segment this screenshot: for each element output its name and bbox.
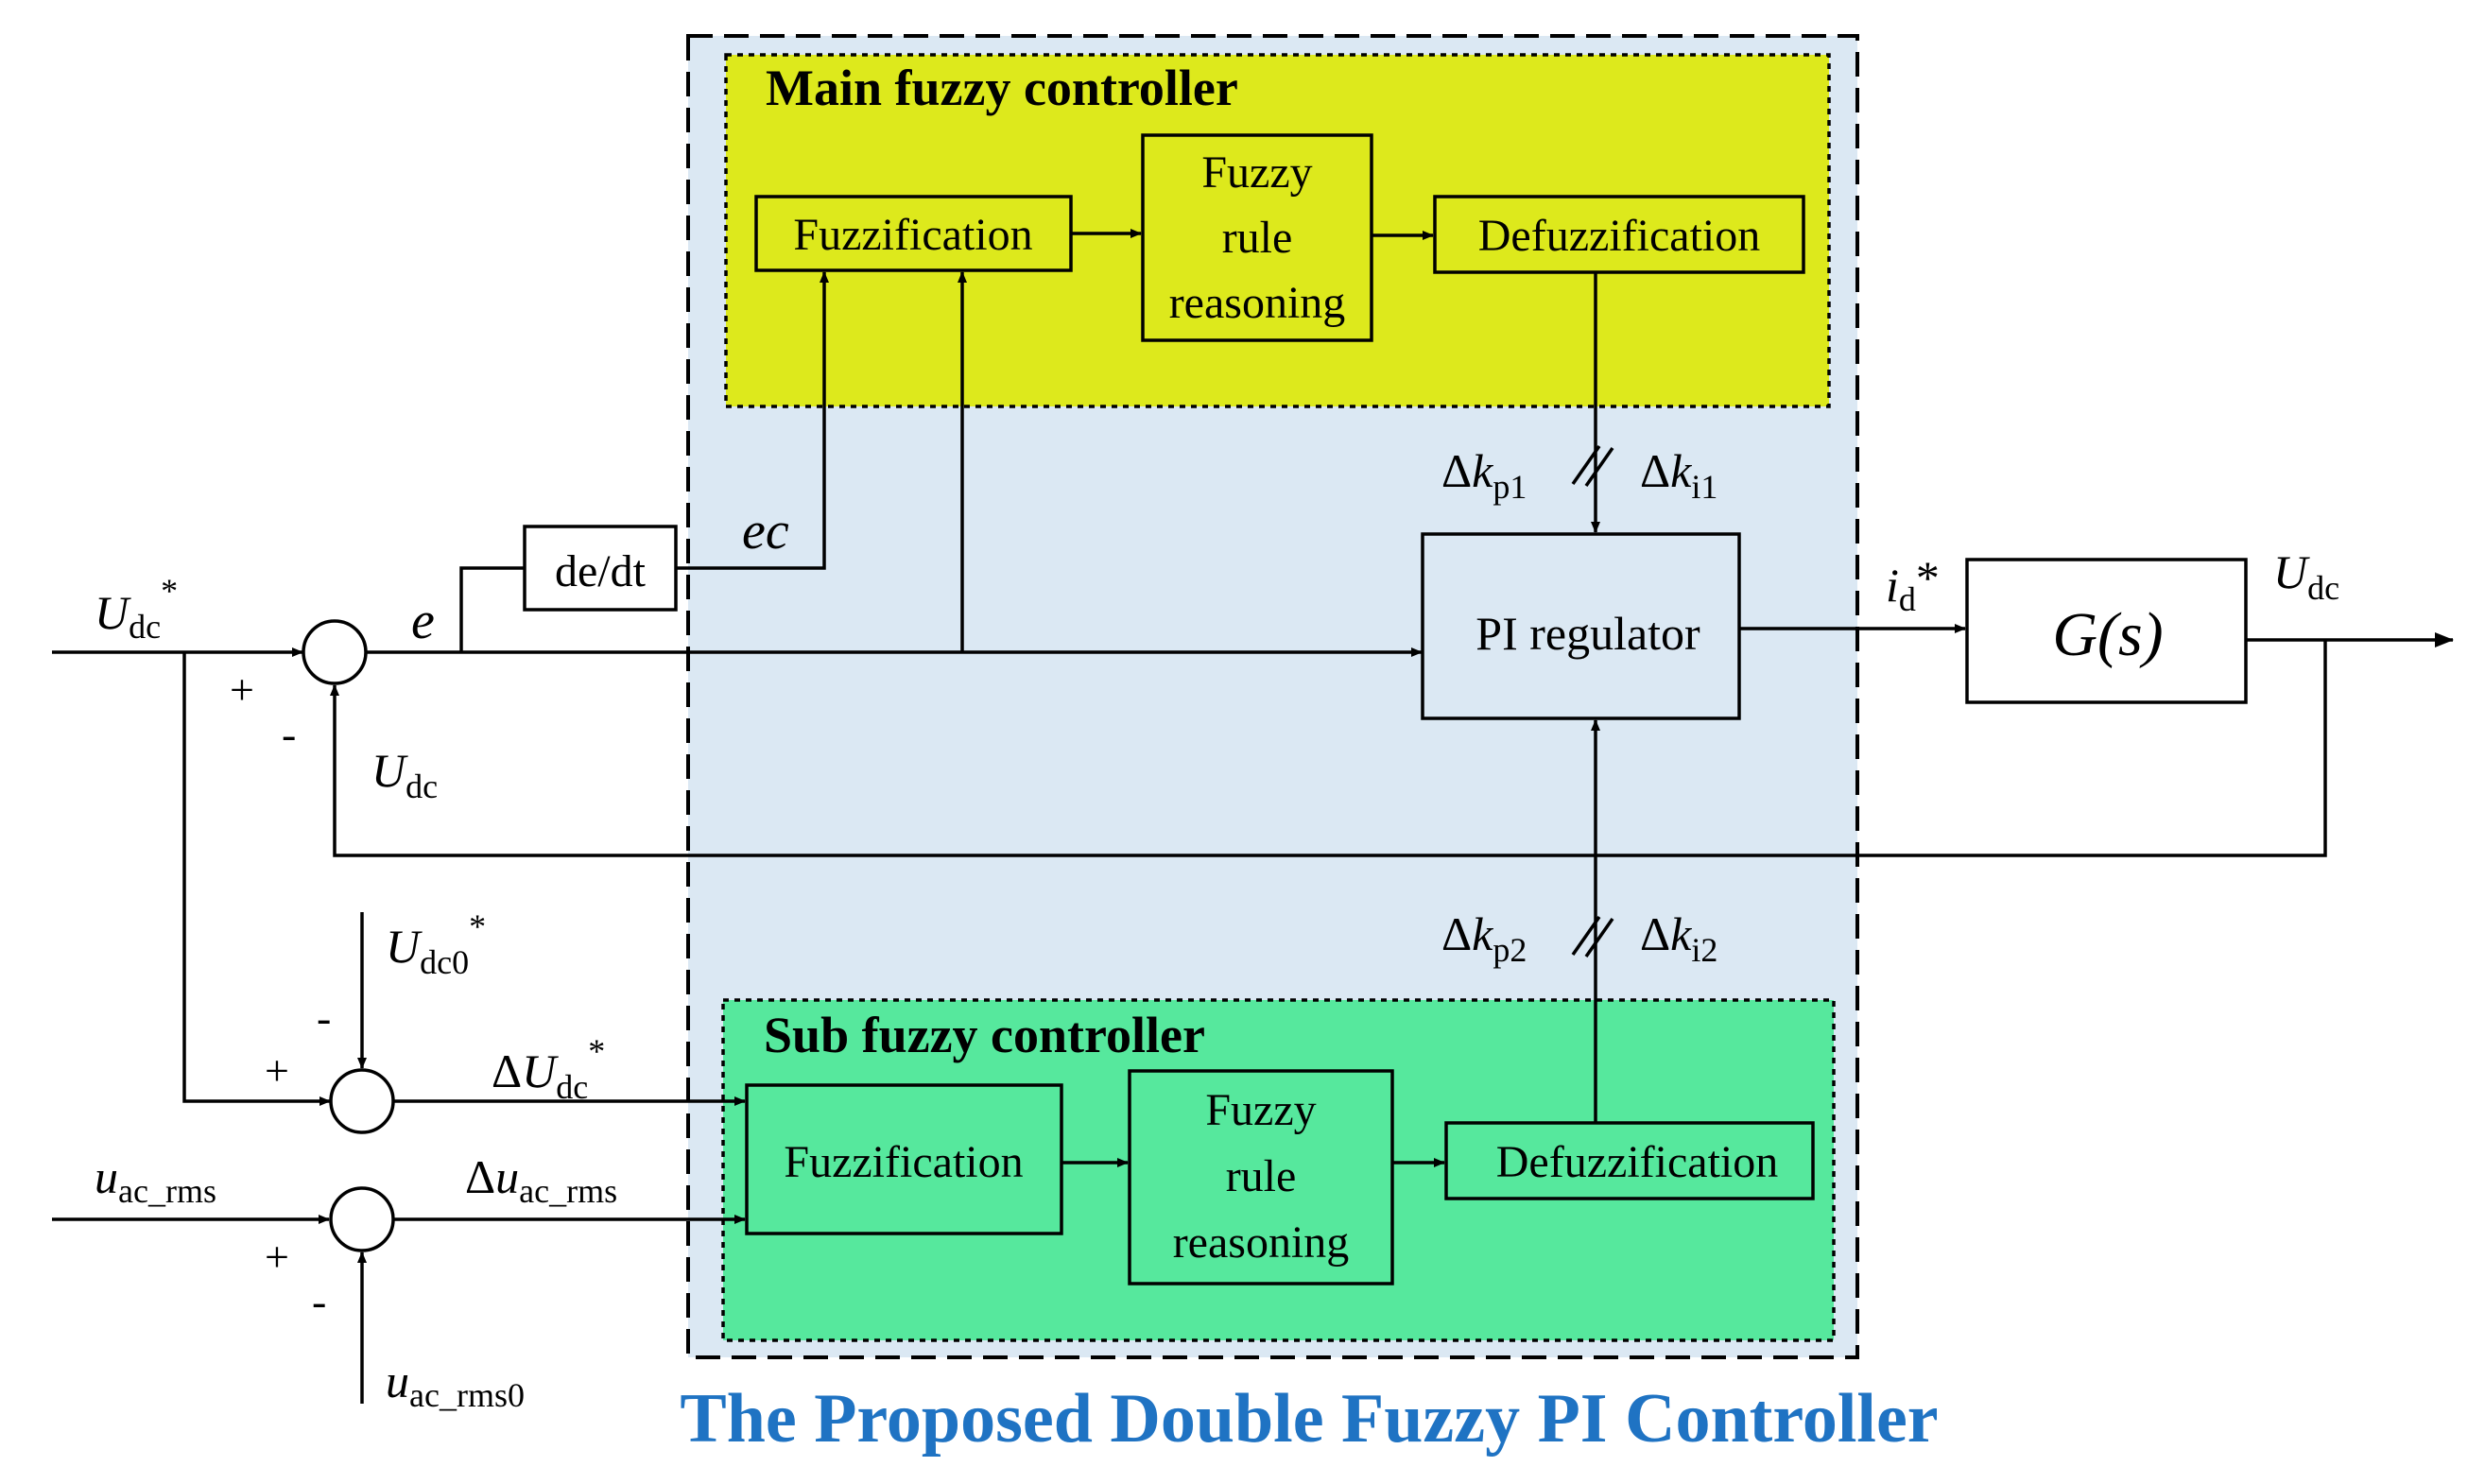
plant-block	[1965, 558, 2248, 704]
main-fuzzy-rule-block	[1141, 133, 1373, 342]
main-gain-slash-1	[1571, 444, 1601, 486]
wire-error-to-derivative	[459, 566, 524, 652]
sign-minus-uac: -	[312, 1277, 326, 1325]
label-dki2: Δki2	[1640, 907, 1717, 969]
derivative-label: de/dt	[555, 546, 647, 596]
plant-label: G(s)	[2052, 600, 2163, 669]
pi-regulator-block	[1421, 532, 1741, 720]
sub-gain-slash-1	[1571, 915, 1601, 957]
summing-junction-udc	[329, 1068, 395, 1134]
sign-minus-udc: -	[317, 993, 331, 1042]
main-rule-label-2: rule	[1222, 213, 1293, 263]
main-fuzzification-label: Fuzzification	[793, 210, 1032, 260]
main-rule-label-3: reasoning	[1169, 278, 1346, 328]
label-uac: uac_rms	[95, 1150, 216, 1210]
sub-fuzzification-block	[745, 1083, 1063, 1235]
sub-fuzzy-controller-title: Sub fuzzy controller	[764, 1007, 1205, 1063]
main-gain-slash-2	[1584, 446, 1614, 488]
main-defuzzification-label: Defuzzification	[1478, 211, 1761, 261]
sign-plus-udc: +	[265, 1046, 289, 1095]
derivative-block	[523, 525, 678, 612]
summing-junction-main	[302, 619, 368, 685]
sign-plus-main: +	[230, 665, 254, 714]
pi-regulator-label: PI regulator	[1475, 607, 1700, 660]
label-dkp2: Δkp2	[1441, 907, 1527, 969]
sub-fuzzification-label: Fuzzification	[784, 1137, 1023, 1187]
sub-rule-label-3: reasoning	[1173, 1217, 1350, 1268]
sub-defuzzification-label: Defuzzification	[1496, 1137, 1779, 1187]
label-udc0: Udc0*	[386, 907, 486, 981]
label-dkp1: Δkp1	[1441, 444, 1527, 506]
wire-ec	[676, 271, 829, 570]
label-delta-udc: ΔUdc*	[492, 1032, 605, 1106]
main-defuzzification-block	[1433, 195, 1805, 274]
wire-ref-branch	[182, 652, 331, 1106]
sub-rule-label-2: rule	[1226, 1151, 1297, 1201]
main-rule-label-1: Fuzzy	[1201, 147, 1312, 198]
label-dki1: Δki1	[1640, 444, 1717, 506]
main-fuzzy-controller-title: Main fuzzy controller	[766, 60, 1238, 116]
label-ref-udc: Udc*	[95, 572, 178, 646]
sub-rule-label-1: Fuzzy	[1205, 1085, 1316, 1135]
sign-plus-uac: +	[265, 1233, 289, 1281]
wire-feedback	[330, 640, 2327, 857]
sub-gain-slash-2	[1584, 917, 1614, 958]
label-feedback-udc: Udc	[371, 744, 438, 805]
sub-fuzzy-rule-block	[1128, 1069, 1394, 1286]
label-id-ref: id*	[1886, 551, 1940, 618]
summing-junction-uac	[329, 1186, 395, 1252]
label-output-udc: Udc	[2273, 545, 2339, 607]
label-error-change: ec	[742, 502, 789, 561]
sign-minus-main: -	[282, 710, 296, 758]
label-delta-uac: Δuac_rms	[465, 1150, 617, 1210]
label-uac0: uac_rms0	[386, 1355, 525, 1414]
sub-defuzzification-block	[1444, 1121, 1815, 1200]
diagram-caption: The Proposed Double Fuzzy PI Controller	[680, 1380, 1938, 1458]
label-error: e	[411, 592, 435, 650]
